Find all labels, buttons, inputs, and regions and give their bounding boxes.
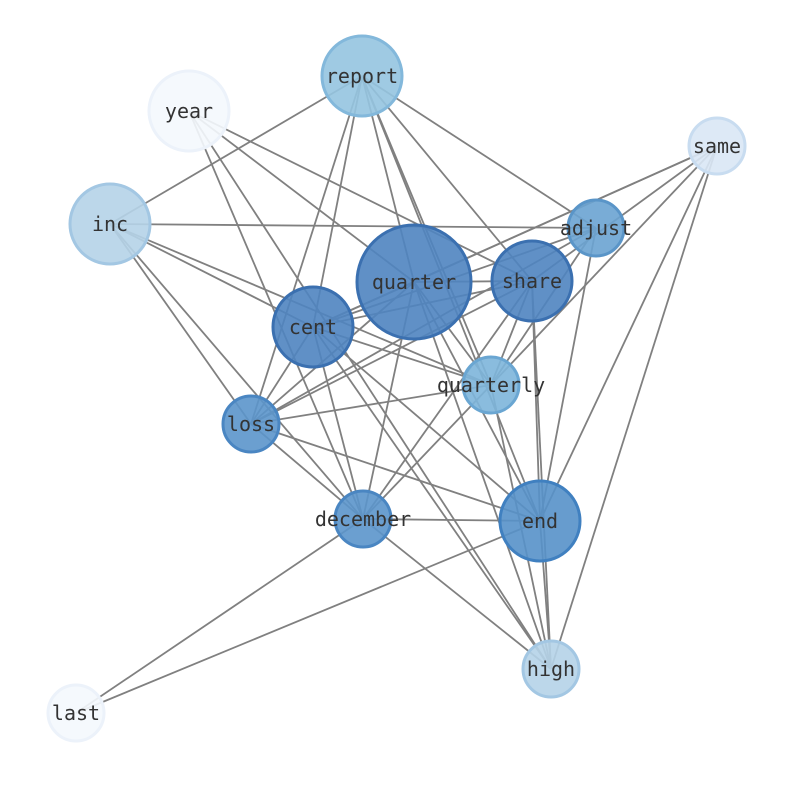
edge-year-share xyxy=(188,110,533,282)
node-december xyxy=(333,489,393,549)
edge-adjust-end xyxy=(539,227,597,522)
node-high xyxy=(521,639,581,699)
node-label-inc: inc xyxy=(92,212,128,236)
edge-cent-end xyxy=(312,326,541,522)
node-loss xyxy=(221,394,281,454)
edge-inc-adjust xyxy=(109,223,597,229)
node-last xyxy=(46,683,106,743)
node-adjust xyxy=(566,198,626,258)
node-inc xyxy=(68,182,152,266)
edge-report-loss xyxy=(250,75,363,425)
node-label-share: share xyxy=(502,269,562,293)
edge-quarter-high xyxy=(413,281,552,670)
edge-share-high xyxy=(531,280,552,670)
node-same xyxy=(687,116,747,176)
edge-report-cent xyxy=(312,75,363,328)
edge-end-last xyxy=(75,520,541,714)
edge-quarterly-loss xyxy=(250,384,492,425)
node-label-adjust: adjust xyxy=(560,216,632,240)
edge-cent-high xyxy=(312,326,552,670)
node-label-high: high xyxy=(527,657,575,681)
node-label-loss: loss xyxy=(227,412,275,436)
node-label-december: december xyxy=(315,507,411,531)
node-cent xyxy=(271,285,355,369)
edge-report-adjust xyxy=(361,75,597,229)
edge-year-high xyxy=(188,110,552,670)
node-label-quarterly: quarterly xyxy=(437,373,545,397)
edge-december-high xyxy=(362,518,552,670)
node-report xyxy=(320,34,404,118)
edge-same-quarterly xyxy=(490,145,718,386)
node-end xyxy=(498,479,582,563)
edge-share-december xyxy=(362,280,533,520)
edge-inc-december xyxy=(109,223,364,520)
node-label-year: year xyxy=(165,99,213,123)
node-quarter xyxy=(355,223,473,341)
node-label-end: end xyxy=(522,509,558,533)
node-label-cent: cent xyxy=(289,315,337,339)
edge-december-last xyxy=(75,518,364,714)
node-label-report: report xyxy=(326,64,398,88)
labels-layer: quarter share cent end loss december adjust qua… xyxy=(52,64,741,725)
edge-same-high xyxy=(550,145,718,670)
node-share xyxy=(490,239,574,323)
node-label-last: last xyxy=(52,701,100,725)
node-label-quarter: quarter xyxy=(372,270,456,294)
edges-layer xyxy=(75,75,718,714)
nodes-layer xyxy=(46,34,747,743)
edge-report-share xyxy=(361,75,533,282)
node-year xyxy=(147,69,231,153)
node-quarterly xyxy=(461,355,521,415)
edge-same-end xyxy=(539,145,718,522)
edge-report-inc xyxy=(109,75,363,225)
edge-loss-end xyxy=(250,423,541,522)
edge-quarterly-december xyxy=(362,384,492,520)
node-label-same: same xyxy=(693,134,741,158)
